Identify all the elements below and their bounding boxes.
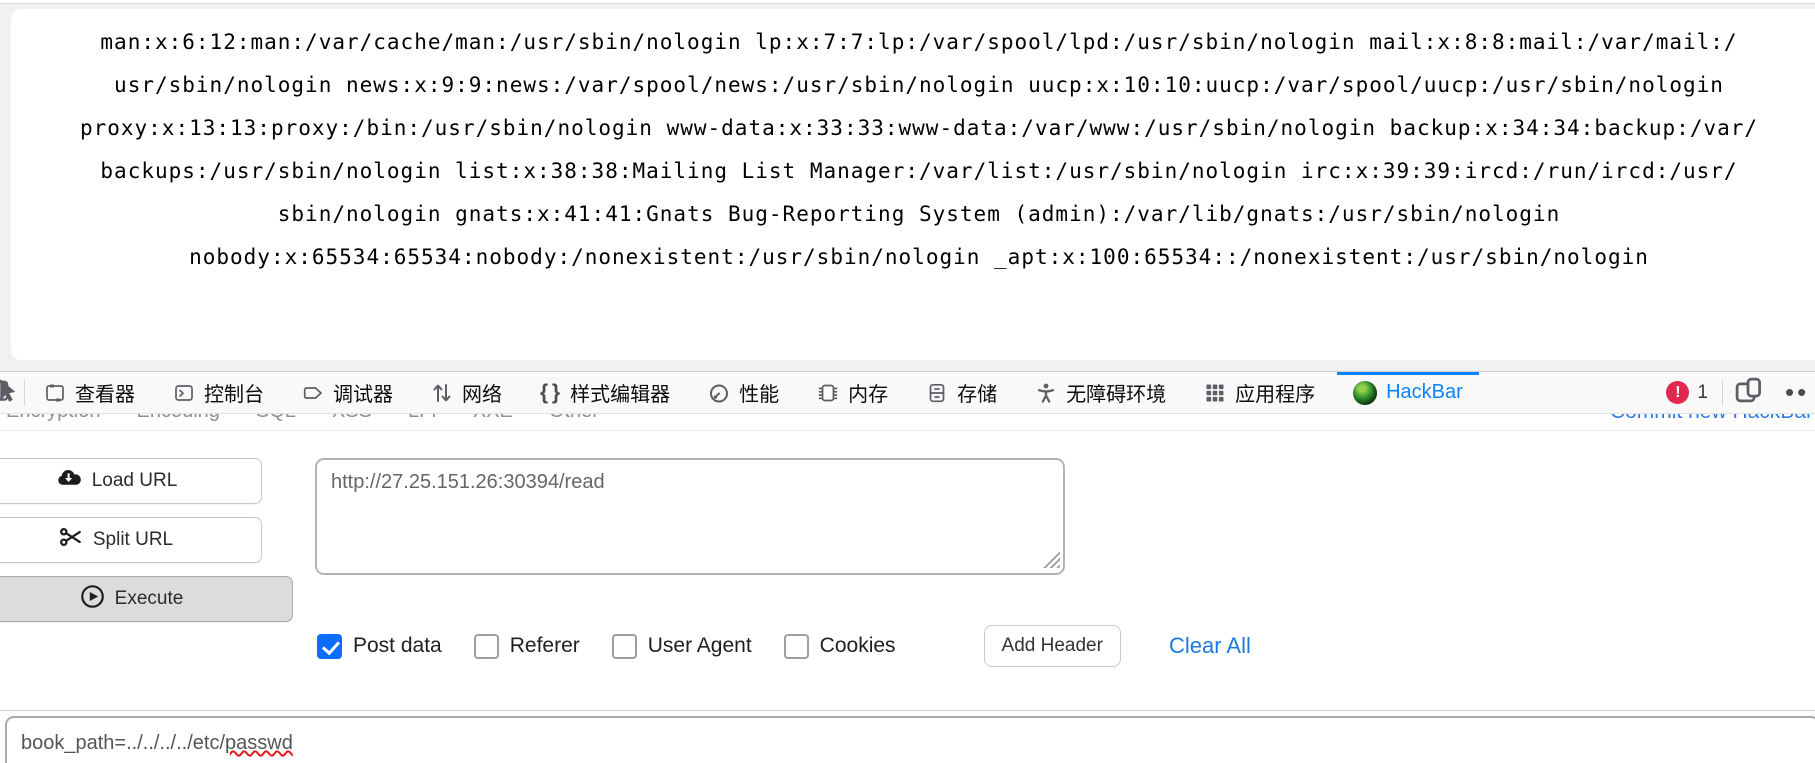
tab-debugger[interactable]: 调试器 [286,372,409,413]
tab-inspector[interactable]: 查看器 [28,372,151,413]
split-url-button[interactable]: Split URL [0,517,262,563]
passwd-line: proxy:x:13:13:proxy:/bin:/usr/sbin/nolog… [79,116,1759,140]
button-label: Execute [114,588,184,609]
responsive-design-mode-button[interactable] [1733,375,1763,410]
user-agent-checkbox[interactable]: User Agent [611,633,752,659]
apps-grid-icon [1204,382,1226,404]
tab-style-editor[interactable]: { } 样式编辑器 [524,372,686,413]
menu-xss[interactable]: XSS [332,414,408,423]
hackbar-menu-strip: Encryption Encoding SQL XSS LFI XXE Othe… [0,414,1815,431]
checkbox-label: Cookies [819,634,896,657]
tab-performance[interactable]: 性能 [692,372,795,413]
menu-encryption[interactable]: Encryption [6,414,137,423]
tab-console[interactable]: 控制台 [157,372,280,413]
tab-label: 控制台 [204,384,264,406]
tab-label: 存储 [957,384,998,406]
toolbar-separator [24,379,25,406]
checkbox-icon [611,633,637,659]
cookies-checkbox[interactable]: Cookies [783,633,896,659]
divider [0,710,1815,711]
storage-drawer-icon [926,382,948,404]
divider [0,0,1815,3]
toolbar-separator [1722,379,1723,406]
pick-element-button[interactable] [0,372,24,413]
post-data-section: book_path=../../../../etc/passwd [0,710,1815,763]
response-output-area: man:x:6:12:man:/var/cache/man:/usr/sbin/… [0,0,1815,371]
tab-label: 应用程序 [1235,384,1316,406]
tab-label: 内存 [848,384,889,406]
tab-label: 调试器 [333,384,393,406]
braces-icon: { } [540,380,562,404]
load-url-button[interactable]: Load URL [0,458,262,504]
passwd-line: backups:/usr/sbin/nologin list:x:38:38:M… [100,159,1738,183]
referer-checkbox[interactable]: Referer [473,633,580,659]
add-header-button[interactable]: Add Header [983,625,1121,667]
inspector-icon [44,382,66,404]
passwd-line: usr/sbin/nologin news:x:9:9:news:/var/sp… [114,73,1724,97]
tab-label: HackBar [1386,381,1463,403]
error-badge-icon[interactable]: ! [1666,381,1690,404]
error-count: 1 [1697,381,1708,403]
post-data-input[interactable]: book_path=../../../../etc/passwd [5,716,1815,763]
scissors-icon [59,525,83,555]
responsive-design-icon [1733,375,1763,410]
post-data-checkbox[interactable]: Post data [317,633,442,659]
element-picker-icon [0,375,18,410]
hackbar-panel: Load URL Split URL Execute http://27. [0,431,1815,710]
passwd-line: sbin/nologin gnats:x:41:41:Gnats Bug-Rep… [277,202,1561,226]
checkbox-icon [473,633,499,659]
more-tools-menu-button[interactable]: •• [1785,377,1810,407]
url-input[interactable]: http://27.25.151.26:30394/read [315,458,1065,575]
clear-all-link[interactable]: Clear All [1168,633,1251,658]
button-label: Split URL [92,529,174,550]
passwd-file-content: man:x:6:12:man:/var/cache/man:/usr/sbin/… [11,9,1815,279]
performance-gauge-icon [708,382,730,404]
hackbar-logo-icon [1353,380,1378,405]
checkbox-label: User Agent [647,634,752,657]
execute-button[interactable]: Execute [0,576,293,622]
menu-sql[interactable]: SQL [256,414,332,423]
tab-label: 样式编辑器 [570,384,671,406]
button-label: Load URL [91,470,178,491]
tab-storage[interactable]: 存储 [910,372,1013,413]
tab-label: 无障碍环境 [1066,384,1167,406]
tab-application[interactable]: 应用程序 [1188,372,1331,413]
debugger-icon [302,382,324,404]
passwd-line: nobody:x:65534:65534:nobody:/nonexistent… [189,245,1649,269]
memory-chip-icon [817,382,839,404]
checkbox-icon [317,633,342,659]
checkbox-icon [783,633,809,659]
cloud-download-icon [55,467,82,495]
menu-xxe[interactable]: XXE [473,414,549,423]
tab-memory[interactable]: 内存 [801,372,904,413]
post-data-text: book_path=../../../../etc/ [21,732,226,754]
divider [0,3,1815,4]
tab-label: 性能 [739,384,780,406]
devtools-toolbar: 查看器 控制台 调试器 [0,371,1815,414]
tab-label: 查看器 [75,384,135,406]
checkbox-label: Referer [509,634,580,657]
menu-other[interactable]: Other [549,414,635,423]
commit-new-hackbar-link[interactable]: Commit new HackBar [1610,414,1813,424]
response-content-box: man:x:6:12:man:/var/cache/man:/usr/sbin/… [11,9,1815,360]
menu-encoding[interactable]: Encoding [137,414,256,423]
request-options-row: Post data Referer User Agent Cookies Add… [317,625,1251,667]
tab-accessibility[interactable]: 无障碍环境 [1019,372,1182,413]
console-icon [173,382,195,404]
passwd-line: man:x:6:12:man:/var/cache/man:/usr/sbin/… [100,30,1738,54]
tab-network[interactable]: 网络 [415,372,518,413]
menu-lfi[interactable]: LFI [408,414,473,423]
accessibility-person-icon [1035,382,1057,404]
post-data-misspelled-text: passwd [225,732,293,754]
checkbox-label: Post data [353,634,442,657]
play-circle-icon [80,584,105,615]
tab-label: 网络 [462,384,502,406]
network-updown-icon [431,382,453,404]
tab-hackbar[interactable]: HackBar [1337,372,1479,413]
